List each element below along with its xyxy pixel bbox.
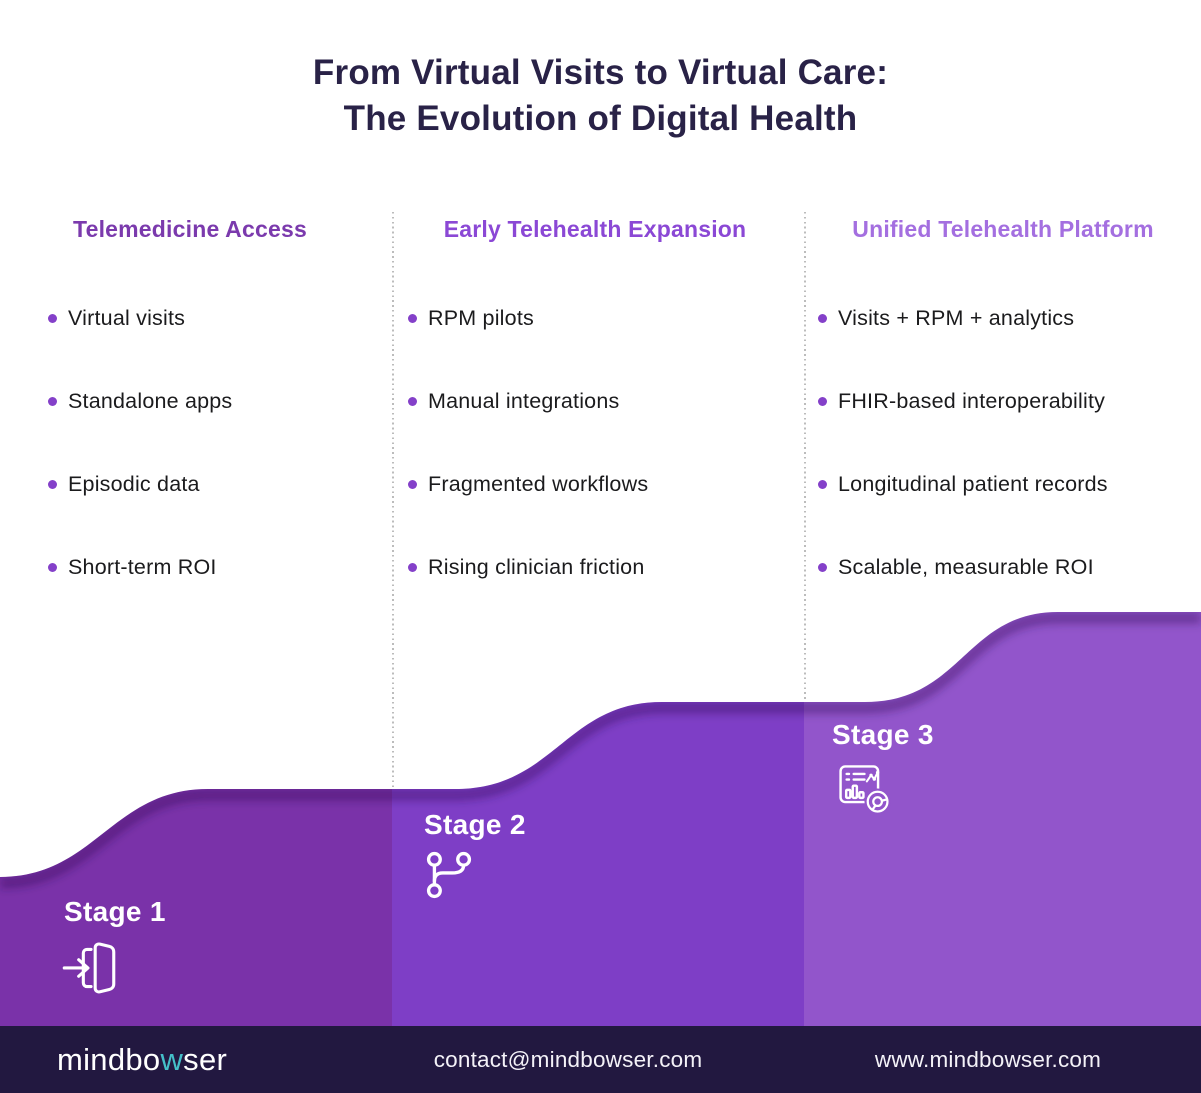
list-item: Standalone apps bbox=[48, 386, 232, 416]
list-item-label: Manual integrations bbox=[428, 388, 620, 413]
list-item-label: Fragmented workflows bbox=[428, 471, 649, 496]
dotted-divider-2 bbox=[804, 212, 806, 702]
page-title-line1: From Virtual Visits to Virtual Care: bbox=[312, 53, 889, 92]
stage-1-label: Stage 1 bbox=[64, 896, 166, 927]
list-item: Manual integrations bbox=[408, 386, 648, 416]
column-header-telemedicine-access: Telemedicine Access bbox=[73, 216, 307, 242]
bullet-dot-icon bbox=[818, 396, 827, 406]
contact-email-link[interactable]: contact@mindbowser.com bbox=[433, 1046, 703, 1072]
bullet-dot-icon bbox=[48, 479, 57, 489]
list-item-label: Rising clinician friction bbox=[428, 554, 645, 579]
list-item: FHIR-based interoperability bbox=[818, 386, 1108, 416]
list-item: Episodic data bbox=[48, 469, 232, 499]
list-item-label: Short-term ROI bbox=[68, 554, 217, 579]
bullet-dot-icon bbox=[408, 396, 417, 406]
list-item-label: Virtual visits bbox=[68, 305, 186, 330]
dotted-divider-1 bbox=[392, 212, 394, 789]
bullet-dot-icon bbox=[48, 562, 57, 572]
list-item: RPM pilots bbox=[408, 303, 648, 333]
bullet-dot-icon bbox=[818, 313, 827, 323]
list-item: Longitudinal patient records bbox=[818, 469, 1108, 499]
logo-text: mindbo bbox=[57, 1041, 161, 1077]
list-item-label: Visits + RPM + analytics bbox=[838, 305, 1075, 330]
bullet-dot-icon bbox=[48, 396, 57, 406]
list-item: Fragmented workflows bbox=[408, 469, 648, 499]
footer-bar: mindbowser contact@mindbowser.com www.mi… bbox=[0, 1026, 1201, 1093]
list-item: Visits + RPM + analytics bbox=[818, 303, 1108, 333]
list-item: Rising clinician friction bbox=[408, 552, 648, 582]
bullet-dot-icon bbox=[408, 479, 417, 489]
wave-steps-graphic bbox=[0, 612, 1201, 1026]
list-item-label: RPM pilots bbox=[428, 305, 534, 330]
page-title-line2: The Evolution of Digital Health bbox=[343, 99, 858, 139]
stage-3-label: Stage 3 bbox=[832, 719, 934, 750]
list-item: Virtual visits bbox=[48, 303, 232, 333]
list-item: Short-term ROI bbox=[48, 552, 232, 582]
stage-2-label: Stage 2 bbox=[424, 809, 526, 840]
bullet-list-stage-2: RPM pilots Manual integrations Fragmente… bbox=[408, 303, 648, 635]
bullet-list-stage-3: Visits + RPM + analytics FHIR-based inte… bbox=[818, 303, 1108, 635]
analytics-dashboard-icon bbox=[839, 765, 891, 815]
bullet-dot-icon bbox=[48, 313, 57, 323]
list-item-label: Scalable, measurable ROI bbox=[838, 554, 1094, 579]
website-link[interactable]: www.mindbowser.com bbox=[874, 1046, 1102, 1072]
bullet-dot-icon bbox=[408, 313, 417, 323]
git-branch-icon bbox=[426, 851, 472, 899]
list-item-label: FHIR-based interoperability bbox=[838, 388, 1106, 413]
bullet-dot-icon bbox=[408, 562, 417, 572]
logo-highlight-letter: w bbox=[160, 1041, 184, 1077]
mindbowser-logo: mindbowser bbox=[57, 1042, 227, 1078]
list-item-label: Episodic data bbox=[68, 471, 200, 496]
list-item: Scalable, measurable ROI bbox=[818, 552, 1108, 582]
logo-text: ser bbox=[183, 1041, 228, 1077]
bullet-dot-icon bbox=[818, 479, 827, 489]
page-title: From Virtual Visits to Virtual Care: The… bbox=[0, 50, 1201, 142]
list-item-label: Standalone apps bbox=[68, 388, 233, 413]
wave-edge-shadow bbox=[0, 612, 1201, 889]
column-header-unified-telehealth-platform: Unified Telehealth Platform bbox=[852, 216, 1154, 242]
column-header-early-telehealth-expansion: Early Telehealth Expansion bbox=[443, 216, 747, 242]
enter-door-icon bbox=[62, 942, 116, 994]
bullet-list-stage-1: Virtual visits Standalone apps Episodic … bbox=[48, 303, 232, 635]
list-item-label: Longitudinal patient records bbox=[838, 471, 1108, 496]
bullet-dot-icon bbox=[818, 562, 827, 572]
